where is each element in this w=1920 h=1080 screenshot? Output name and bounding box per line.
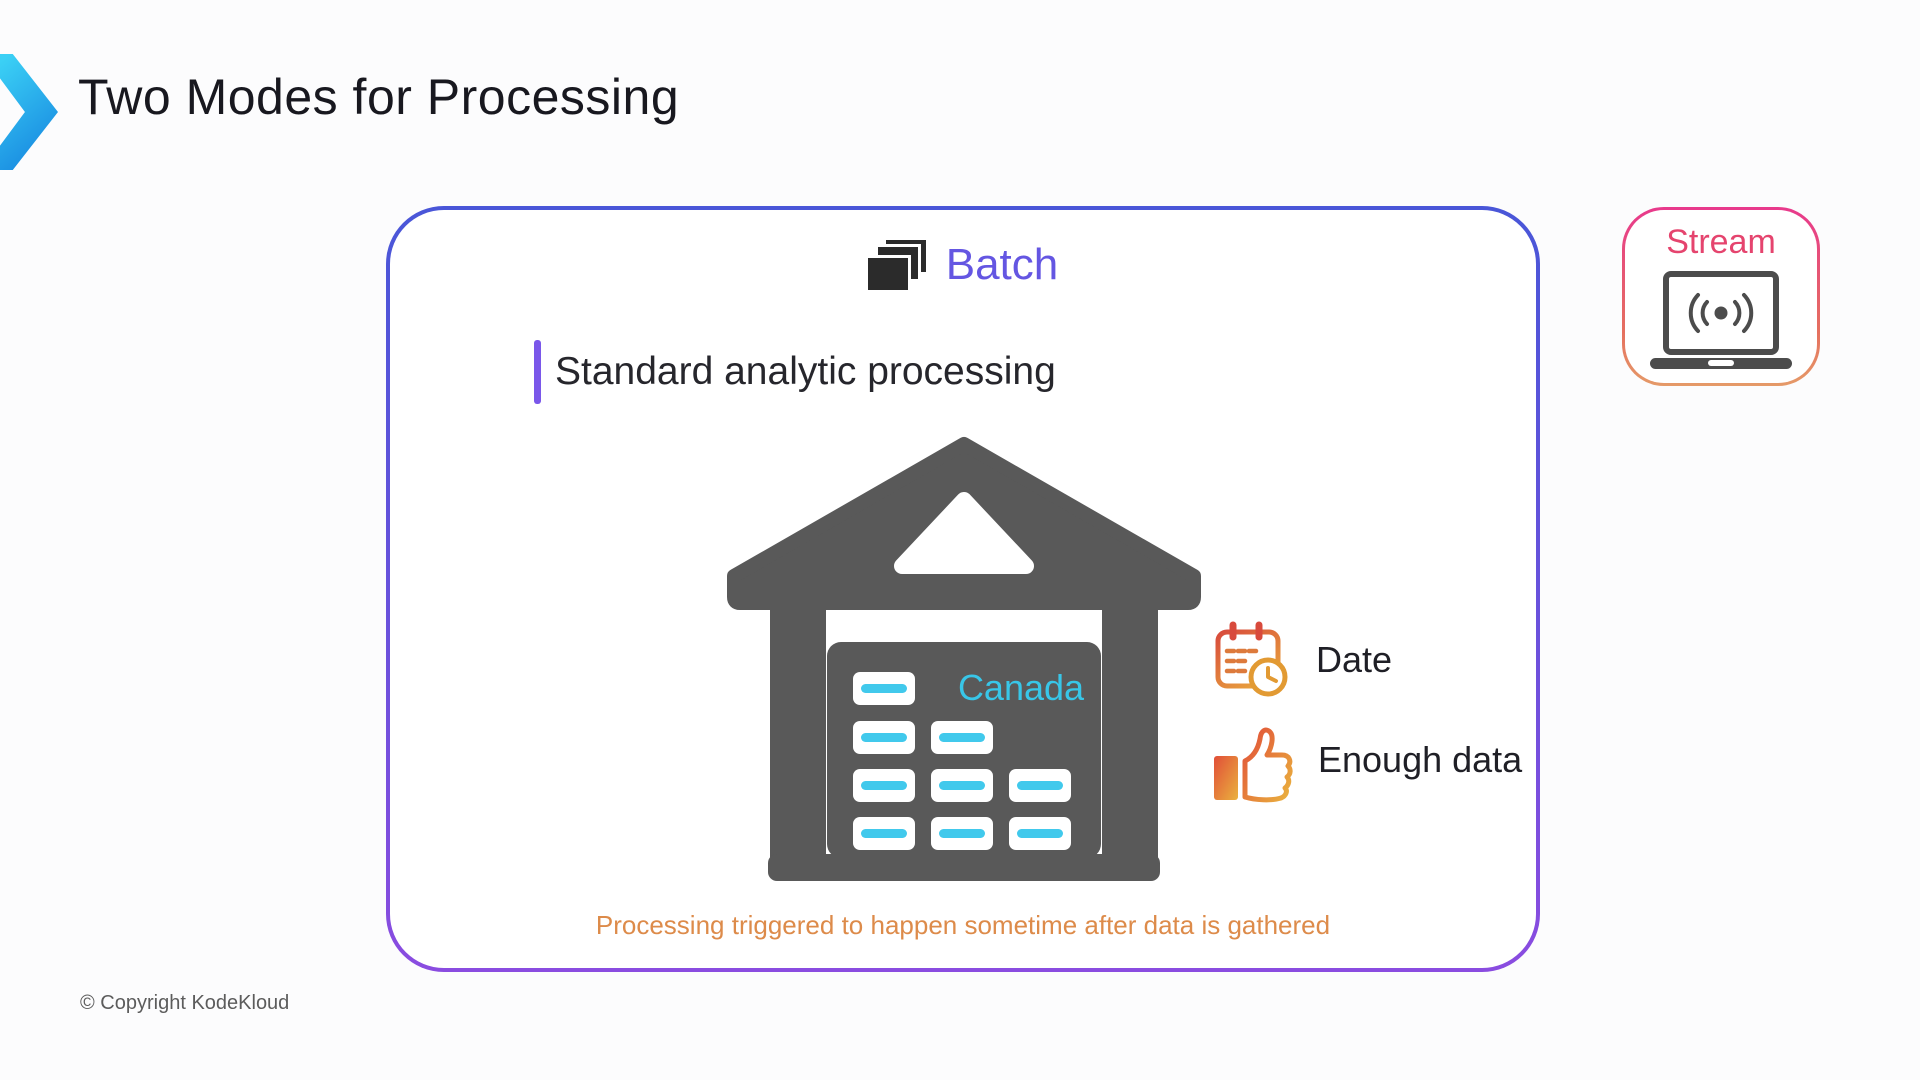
warehouse-illustration: Canada: [727, 437, 1201, 881]
batch-subtitle-row: Standard analytic processing: [534, 340, 1056, 404]
batch-card-body: Batch Standard analytic processing: [390, 210, 1536, 968]
feature-date: Date: [1212, 620, 1392, 700]
title-chevron-icon: [0, 54, 58, 170]
batch-card: Batch Standard analytic processing: [386, 206, 1540, 972]
feature-enough-data: Enough data: [1212, 716, 1522, 804]
batch-caption: Processing triggered to happen sometime …: [595, 910, 1331, 940]
warehouse-crates: [853, 672, 1071, 850]
warehouse-country-label: Canada: [958, 667, 1085, 708]
batch-title: Batch: [945, 240, 1059, 289]
laptop-broadcast-icon: [1650, 271, 1792, 369]
page-title: Two Modes for Processing: [78, 69, 680, 125]
thumbs-up-icon: [1214, 727, 1293, 803]
batch-subtitle: Standard analytic processing: [555, 350, 1056, 393]
stream-title: Stream: [1666, 223, 1776, 261]
subtitle-accent-bar: [534, 340, 541, 404]
feature-label-date: Date: [1316, 639, 1393, 680]
calendar-clock-icon: [1215, 621, 1288, 697]
copyright: © Copyright KodeKloud: [80, 992, 290, 1014]
stream-card-body: Stream: [1625, 210, 1817, 383]
stacked-papers-icon: [867, 240, 926, 290]
feature-label-enough-data: Enough data: [1318, 739, 1523, 780]
batch-header: Batch: [390, 240, 1536, 290]
stream-card: Stream: [1622, 207, 1820, 386]
